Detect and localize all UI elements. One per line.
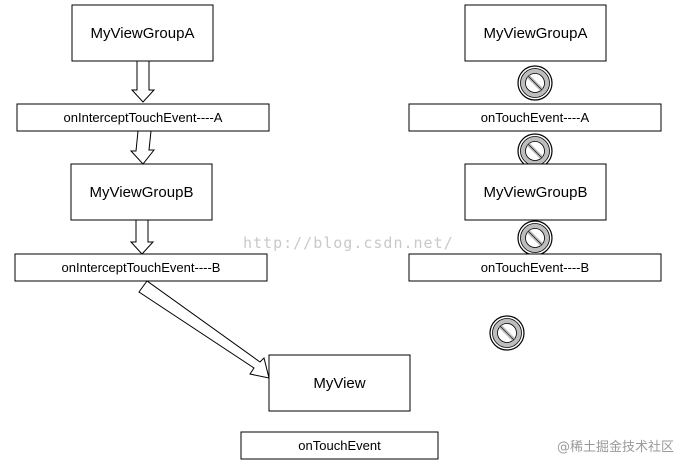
no-entry-icon (516, 64, 554, 102)
left-group-b-label: MyViewGroupB (90, 184, 194, 201)
left-group-a-label: MyViewGroupA (91, 25, 195, 42)
left-group-a-box: MyViewGroupA (71, 4, 214, 62)
hollow-arrow-icon (129, 130, 156, 165)
right-touch-b-label: onTouchEvent----B (481, 260, 589, 275)
left-intercept-a-label: onInterceptTouchEvent----A (64, 110, 223, 125)
watermark-text: http://blog.csdn.net/ (243, 234, 454, 252)
hollow-arrow-icon (129, 219, 155, 255)
left-intercept-a-box: onInterceptTouchEvent----A (16, 103, 270, 132)
left-view-box: MyView (268, 354, 411, 412)
left-group-b-box: MyViewGroupB (70, 163, 213, 221)
left-intercept-b-label: onInterceptTouchEvent----B (62, 260, 221, 275)
left-touch-event-box: onTouchEvent (240, 431, 439, 460)
no-entry-icon (488, 314, 526, 352)
right-group-b-label: MyViewGroupB (484, 184, 588, 201)
no-entry-icon (516, 132, 554, 170)
hollow-arrow-icon (130, 60, 156, 103)
right-group-b-box: MyViewGroupB (464, 163, 607, 221)
no-entry-icon (516, 219, 554, 257)
left-intercept-b-box: onInterceptTouchEvent----B (14, 253, 268, 282)
hollow-arrow-icon (138, 280, 270, 379)
right-touch-b-box: onTouchEvent----B (408, 253, 662, 282)
right-group-a-box: MyViewGroupA (464, 4, 607, 62)
right-touch-a-box: onTouchEvent----A (408, 103, 662, 132)
left-touch-event-label: onTouchEvent (298, 438, 381, 453)
left-view-label: MyView (313, 375, 365, 392)
right-touch-a-label: onTouchEvent----A (481, 110, 590, 125)
credit-text: @稀土掘金技术社区 (557, 439, 674, 455)
right-group-a-label: MyViewGroupA (484, 25, 588, 42)
